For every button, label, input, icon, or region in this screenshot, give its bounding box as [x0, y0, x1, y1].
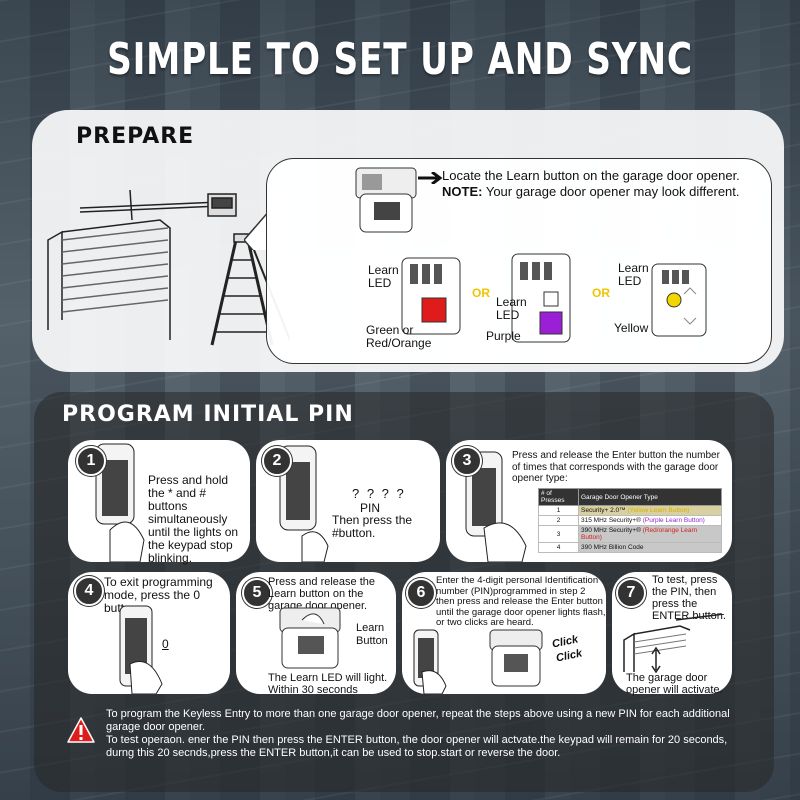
learn-led-label-3: Learn LED [618, 261, 649, 288]
keypad-hand-illustration-1 [95, 443, 145, 562]
garage-ladder-illustration [47, 189, 290, 346]
or-label-2: OR [592, 286, 610, 300]
opener-type: 390 MHz Billion Code [581, 544, 644, 551]
table-cell-presses: 2 [538, 515, 579, 526]
step-7-number: 7 [616, 578, 646, 608]
page-title: SIMPLE TO SET UP AND SYNC [107, 34, 693, 85]
pin-placeholder: ? ? ? ? [352, 486, 406, 501]
table-cell-type: 390 MHz Security+® (Red/orange Learn But… [578, 525, 722, 543]
table-cell-type: 315 MHz Security+® (Purple Learn Button) [578, 515, 722, 526]
table-cell-presses: 4 [538, 542, 579, 553]
step-7-bottom-text: The garage door opener will activate. [626, 672, 723, 696]
table-cell-type: Security+ 2.0™ (Yellow Learn Button) [578, 505, 722, 516]
table-cell-presses: 1 [538, 505, 579, 516]
zero-button-label: 0 [162, 637, 169, 651]
opener-learn-illustration [279, 607, 341, 669]
table-cell-type: 390 MHz Billion Code [578, 542, 722, 553]
opener-note: (Yellow Learn Button) [627, 507, 690, 514]
learn-panel-yellow [651, 263, 707, 337]
table-header-presses: # of Presses [538, 488, 579, 506]
note-body: Your garage door opener may look differe… [485, 184, 740, 199]
warning-text-test-operation: To test operaon. ener the PIN then press… [106, 734, 728, 759]
note-label: NOTE: [442, 184, 483, 199]
note-text: NOTE: Your garage door opener may look d… [442, 184, 800, 199]
step-4-number: 4 [74, 576, 104, 606]
step-5-text: Press and release the Learn button on th… [268, 576, 376, 612]
table-header-type: Garage Door Opener Type [578, 488, 722, 506]
table-row: 3 390 MHz Security+® (Red/orange Learn B… [538, 525, 722, 543]
learn-led-label-2: Learn LED [496, 295, 527, 322]
pin-label: PIN [360, 501, 381, 515]
or-label-1: OR [472, 286, 490, 300]
table-cell-presses: 3 [538, 525, 579, 543]
color-label-1: Green or Red/Orange [366, 323, 432, 350]
prepare-heading: PREPARE [76, 124, 195, 149]
learn-led-label-1: Learn LED [368, 263, 399, 290]
opener-type: Security+ 2.0™ [581, 507, 626, 514]
opener-click-illustration [489, 629, 543, 687]
garage-door-activate-illustration [623, 614, 725, 674]
arrow-right-icon [418, 172, 443, 184]
warning-text-multiple-openers: To program the Keyless Entry to more tha… [106, 708, 730, 733]
color-label-2: Purple [486, 329, 521, 343]
step-7-text: To test, press the PIN, then press the E… [652, 574, 726, 622]
table-row: 2 315 MHz Security+® (Purple Learn Butto… [538, 515, 722, 526]
table-row: 1 Security+ 2.0™ (Yellow Learn Button) [538, 505, 722, 516]
warning-icon [67, 717, 95, 743]
step-1-number: 1 [76, 446, 106, 476]
step-1-text: Press and hold the * and # buttons simul… [148, 473, 239, 565]
opener-note: (Red/orange Learn Button) [581, 527, 698, 541]
step-5-bottom-text: The Learn LED will light. Within 30 seco… [268, 672, 388, 696]
learn-button-label: Learn Button [356, 622, 388, 647]
step-2-text: Then press the #button. [332, 513, 413, 540]
learn-panel-purple [511, 253, 571, 343]
table-row: 4 390 MHz Billion Code [538, 542, 722, 553]
opener-type: 390 MHz Security+® [581, 527, 641, 534]
keypad-hand-illustration-4 [119, 605, 163, 694]
opener-note: (Purple Learn Button) [642, 517, 705, 524]
program-heading: PROGRAM INITIAL PIN [62, 402, 354, 427]
table-header-row: # of Presses Garage Door Opener Type [538, 488, 722, 506]
step-6-text: Enter the 4-digit personal Identificatio… [436, 575, 606, 628]
step-3-text: Press and release the Enter button the n… [512, 450, 720, 484]
step-6-number: 6 [406, 578, 436, 608]
opener-type-table: # of Presses Garage Door Opener Type 1 S… [538, 488, 722, 553]
keypad-hand-illustration-6 [413, 629, 447, 694]
step-5-number: 5 [242, 578, 272, 608]
step-3-number: 3 [452, 446, 482, 476]
opener-type: 315 MHz Security+® [581, 517, 641, 524]
locate-learn-text: Locate the Learn button on the garage do… [442, 168, 740, 183]
step-2-number: 2 [262, 446, 292, 476]
learn-panel-red [401, 257, 461, 335]
callout-pointer [244, 213, 266, 250]
garage-opener-icon [355, 167, 417, 233]
color-label-3: Yellow [614, 321, 649, 335]
